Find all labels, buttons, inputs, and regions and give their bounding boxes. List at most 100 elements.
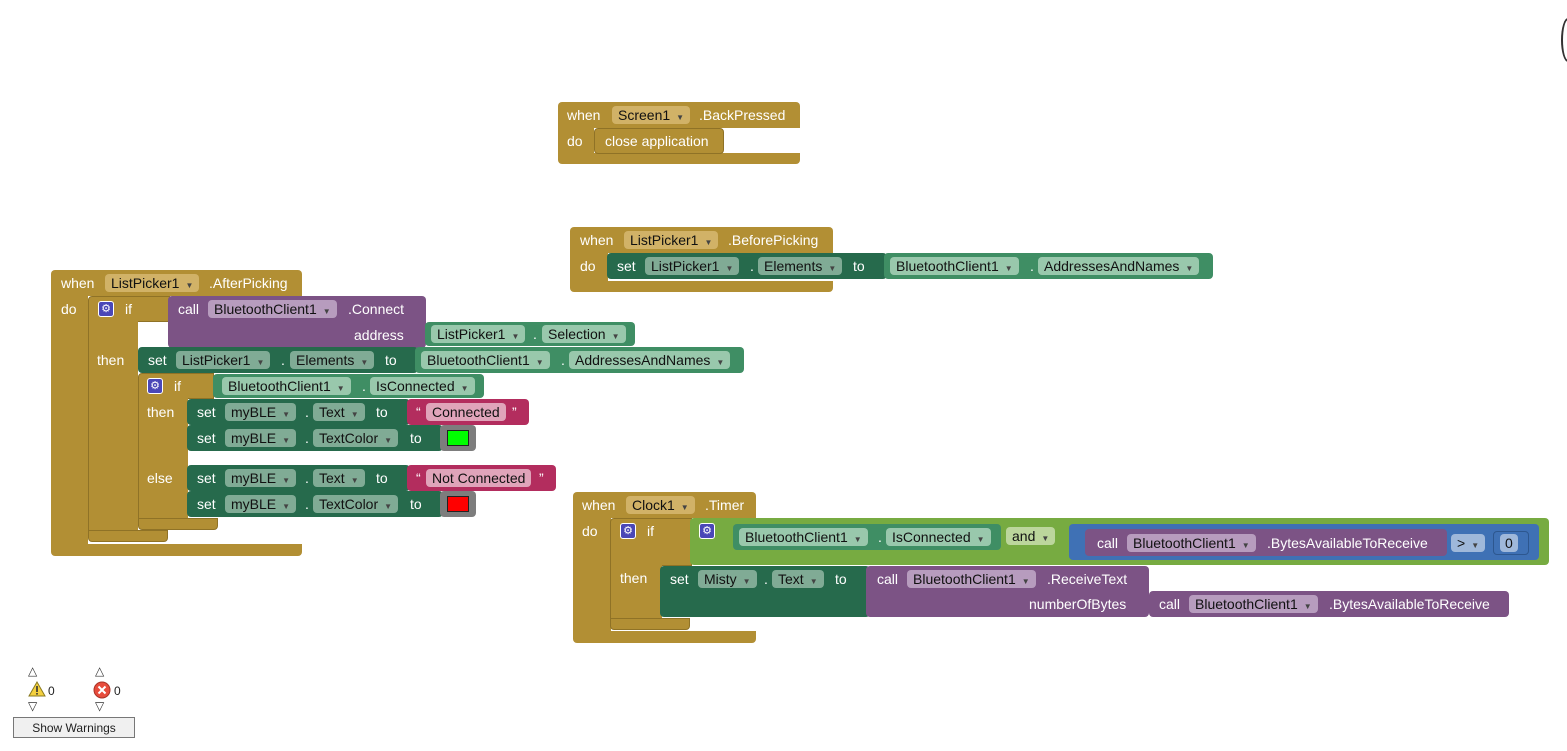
do-label: do bbox=[61, 301, 77, 317]
event-name: .BackPressed bbox=[699, 107, 786, 123]
to-label: to bbox=[853, 258, 865, 274]
bluetooth-component-dropdown[interactable]: BluetoothClient1▼ bbox=[421, 351, 550, 369]
when-label: when bbox=[582, 497, 616, 513]
dot-label: . bbox=[281, 352, 285, 368]
quote-close-label: ” bbox=[512, 404, 517, 420]
elements-property-dropdown[interactable]: Elements▼ bbox=[758, 257, 843, 275]
call-label: call bbox=[877, 571, 899, 587]
error-count: 0 bbox=[114, 684, 121, 698]
connect-method-name: .Connect bbox=[348, 301, 405, 317]
gear-icon[interactable]: ⚙ bbox=[147, 378, 163, 394]
quote-close-label: ” bbox=[539, 470, 544, 486]
gear-icon[interactable]: ⚙ bbox=[620, 523, 636, 539]
addresses-property-dropdown[interactable]: AddressesAndNames▼ bbox=[569, 351, 731, 369]
warning-next-arrow-icon[interactable]: ▽ bbox=[28, 699, 38, 713]
myble-component-dropdown[interactable]: myBLE▼ bbox=[225, 469, 297, 487]
workspace-control-edge[interactable] bbox=[1561, 18, 1567, 62]
show-warnings-button[interactable]: Show Warnings bbox=[13, 717, 135, 738]
if-label: if bbox=[125, 301, 132, 317]
to-label: to bbox=[376, 470, 388, 486]
bluetooth-component-dropdown[interactable]: BluetoothClient1▼ bbox=[907, 570, 1036, 588]
set-label: set bbox=[197, 496, 216, 512]
set-label: set bbox=[148, 352, 167, 368]
to-label: to bbox=[410, 430, 422, 446]
textcolor-property-dropdown[interactable]: TextColor▼ bbox=[313, 495, 399, 513]
bluetooth-component-dropdown[interactable]: BluetoothClient1▼ bbox=[208, 300, 337, 318]
dot-label: . bbox=[561, 352, 565, 368]
dot-label: . bbox=[305, 496, 309, 512]
event-name: .Timer bbox=[705, 497, 745, 513]
do-label: do bbox=[582, 523, 598, 539]
set-text-block[interactable] bbox=[187, 465, 410, 491]
set-text-block[interactable] bbox=[660, 566, 870, 617]
address-label: address bbox=[354, 327, 404, 343]
listpicker-component-dropdown[interactable]: ListPicker1▼ bbox=[105, 274, 200, 292]
gear-icon[interactable]: ⚙ bbox=[699, 523, 715, 539]
myble-component-dropdown[interactable]: myBLE▼ bbox=[225, 429, 297, 447]
compare-value-field[interactable]: 0 bbox=[1500, 534, 1518, 552]
bluetooth-component-dropdown[interactable]: BluetoothClient1▼ bbox=[1189, 595, 1318, 613]
bluetooth-component-dropdown[interactable]: BluetoothClient1▼ bbox=[222, 377, 351, 395]
bluetooth-component-dropdown[interactable]: BluetoothClient1▼ bbox=[890, 257, 1019, 275]
bluetooth-component-dropdown[interactable]: BluetoothClient1▼ bbox=[739, 528, 868, 546]
listpicker-target-dropdown[interactable]: ListPicker1▼ bbox=[176, 351, 271, 369]
to-label: to bbox=[835, 571, 847, 587]
red-color-swatch[interactable] bbox=[447, 496, 469, 512]
set-label: set bbox=[197, 430, 216, 446]
when-label: when bbox=[61, 275, 95, 291]
error-prev-arrow-icon[interactable]: △ bbox=[95, 664, 105, 678]
dot-label: . bbox=[750, 258, 754, 274]
misty-component-dropdown[interactable]: Misty▼ bbox=[698, 570, 757, 588]
close-application-block[interactable] bbox=[594, 128, 724, 154]
else-label: else bbox=[147, 470, 173, 486]
screen-component-dropdown[interactable]: Screen1▼ bbox=[612, 106, 691, 124]
text-property-dropdown[interactable]: Text▼ bbox=[313, 469, 365, 487]
dot-label: . bbox=[1030, 258, 1034, 274]
when-label: when bbox=[580, 232, 614, 248]
dot-label: . bbox=[305, 430, 309, 446]
if-label: if bbox=[647, 523, 654, 539]
set-text-block[interactable] bbox=[187, 399, 410, 425]
text-property-dropdown[interactable]: Text▼ bbox=[313, 403, 365, 421]
event-name: .AfterPicking bbox=[209, 275, 288, 291]
and-operator-dropdown[interactable]: and▼ bbox=[1006, 527, 1056, 545]
bytes-method-name: .BytesAvailableToReceive bbox=[1329, 596, 1490, 612]
quote-open-label: “ bbox=[416, 470, 421, 486]
green-color-swatch[interactable] bbox=[447, 430, 469, 446]
elements-property-dropdown[interactable]: Elements▼ bbox=[290, 351, 375, 369]
myble-component-dropdown[interactable]: myBLE▼ bbox=[225, 495, 297, 513]
connected-text-field[interactable]: Connected bbox=[426, 403, 506, 421]
isconnected-property-dropdown[interactable]: IsConnected▼ bbox=[370, 377, 475, 395]
compare-operator-dropdown[interactable]: >▼ bbox=[1451, 534, 1486, 552]
isconnected-property-dropdown[interactable]: IsConnected▼ bbox=[886, 528, 991, 546]
warning-count: 0 bbox=[48, 684, 55, 698]
myble-component-dropdown[interactable]: myBLE▼ bbox=[225, 403, 297, 421]
to-label: to bbox=[410, 496, 422, 512]
number-of-bytes-label: numberOfBytes bbox=[1029, 596, 1127, 612]
then-label: then bbox=[97, 352, 125, 368]
bluetooth-component-dropdown[interactable]: BluetoothClient1▼ bbox=[1127, 534, 1256, 552]
clock-component-dropdown[interactable]: Clock1▼ bbox=[626, 496, 695, 514]
text-property-dropdown[interactable]: Text▼ bbox=[772, 570, 824, 588]
warning-prev-arrow-icon[interactable]: △ bbox=[28, 664, 38, 678]
then-label: then bbox=[620, 570, 648, 586]
to-label: to bbox=[376, 404, 388, 420]
close-application-label: close application bbox=[605, 133, 709, 149]
selection-property-dropdown[interactable]: Selection▼ bbox=[542, 325, 626, 343]
not-connected-text-field[interactable]: Not Connected bbox=[426, 469, 532, 487]
addresses-property-dropdown[interactable]: AddressesAndNames▼ bbox=[1038, 257, 1200, 275]
textcolor-property-dropdown[interactable]: TextColor▼ bbox=[313, 429, 399, 447]
gear-icon[interactable]: ⚙ bbox=[98, 301, 114, 317]
error-circle-icon bbox=[93, 681, 111, 699]
if-label: if bbox=[174, 378, 181, 394]
dot-label: . bbox=[764, 571, 768, 587]
dot-label: . bbox=[305, 470, 309, 486]
quote-open-label: “ bbox=[416, 404, 421, 420]
error-next-arrow-icon[interactable]: ▽ bbox=[95, 699, 105, 713]
event-name: .BeforePicking bbox=[728, 232, 819, 248]
listpicker-address-dropdown[interactable]: ListPicker1▼ bbox=[431, 325, 526, 343]
listpicker-target-dropdown[interactable]: ListPicker1▼ bbox=[645, 257, 740, 275]
do-label: do bbox=[580, 258, 596, 274]
listpicker-component-dropdown[interactable]: ListPicker1▼ bbox=[624, 231, 719, 249]
when-label: when bbox=[567, 107, 601, 123]
